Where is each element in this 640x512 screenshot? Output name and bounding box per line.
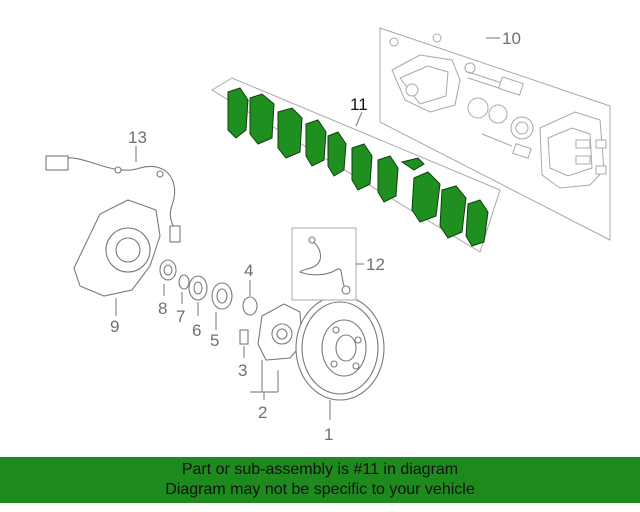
hub-bolt-group: 3: [238, 329, 249, 380]
callout-6: 6: [192, 321, 201, 340]
hub-bolt: [239, 329, 249, 345]
speed-sensor-connector: [45, 155, 69, 171]
brake-pad-5: [439, 185, 467, 239]
callout-11: 11: [350, 95, 368, 114]
splash-shield-group: 9: [73, 199, 161, 336]
pad-shim-4: [377, 155, 399, 203]
hub-group: 2: [250, 303, 303, 422]
callout-7: 7: [176, 307, 185, 326]
brake-pad-6: [465, 199, 489, 247]
callout-8: 8: [158, 299, 167, 318]
snap-ring: [178, 274, 190, 290]
snap-ring-group: 7: [176, 274, 190, 326]
leader-line-11: [355, 111, 363, 127]
brake-hose: [299, 239, 347, 291]
pad-shim-1: [305, 119, 327, 167]
pad-shim-2: [327, 131, 347, 177]
banner-line-2: Diagram may not be specific to your vehi…: [165, 481, 475, 498]
callout-5: 5: [210, 331, 219, 350]
callout-12: 12: [366, 255, 385, 274]
callout-2: 2: [258, 403, 267, 422]
callout-9: 9: [110, 317, 119, 336]
callout-4: 4: [244, 261, 253, 280]
washer: [242, 296, 258, 316]
brake-hose-group: 12: [291, 227, 385, 301]
callout-1: 1: [324, 425, 333, 444]
callout-3: 3: [238, 361, 247, 380]
banner-line-1: Part or sub-assembly is #11 in diagram: [181, 461, 459, 478]
callout-13: 13: [128, 128, 147, 147]
brake-pad-3: [277, 107, 303, 159]
pad-shim-3: [351, 143, 373, 191]
callout-10: 10: [502, 29, 521, 48]
brake-pad-1: [227, 87, 249, 139]
caliper-assembly-group: 10: [379, 27, 611, 241]
speed-sensor-head: [169, 225, 181, 243]
brake-pad-set-group: 11: [211, 77, 501, 253]
hub-bearing-group: 5: [210, 282, 233, 350]
info-banner: Part or sub-assembly is #11 in diagram D…: [0, 457, 640, 503]
wear-indicator: [400, 157, 425, 171]
washer-group: 4: [242, 261, 258, 316]
dust-seal-group: 8: [158, 259, 177, 318]
parts-diagram: 10 11 13 9: [45, 27, 611, 444]
brake-pad-2: [249, 93, 275, 145]
brake-pad-set-drawing: [227, 87, 489, 247]
bearing-group: 6: [188, 275, 208, 340]
brake-rotor-group: 1: [295, 295, 385, 444]
caliper-body-drawing: [389, 33, 607, 189]
brake-pad-4: [411, 171, 441, 223]
